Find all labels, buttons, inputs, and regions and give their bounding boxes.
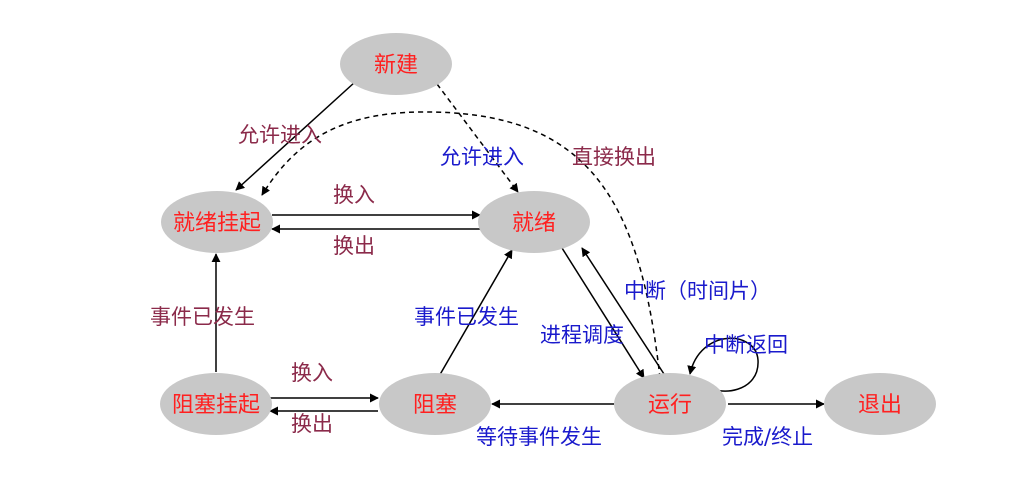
state-blocked-suspended-label: 阻塞挂起 <box>172 393 260 418</box>
state-new: 新建 <box>340 33 452 95</box>
edge-ready-to-running <box>561 247 645 379</box>
state-running-label: 运行 <box>648 393 692 418</box>
label-interrupt-timeslice: 中断（时间片） <box>624 279 771 303</box>
state-running: 运行 <box>614 373 726 435</box>
label-swap-out-top: 换出 <box>333 234 375 258</box>
state-blocked-suspended: 阻塞挂起 <box>160 373 272 435</box>
state-blocked-label: 阻塞 <box>413 393 457 418</box>
edges <box>211 81 825 416</box>
label-swap-out-bottom: 换出 <box>291 412 333 436</box>
label-event-occurred-left: 事件已发生 <box>150 305 255 329</box>
edge-labels: 允许进入 允许进入 直接换出 换入 换出 事件已发生 事件已发生 中断（时间片）… <box>150 123 813 449</box>
edge-new-to-ready-suspended <box>235 81 356 191</box>
edge-new-to-ready-dashed <box>436 83 519 193</box>
edge-running-self-loop <box>687 337 759 392</box>
edge-blocked-to-ready <box>437 249 513 379</box>
label-event-occurred-center: 事件已发生 <box>414 305 519 329</box>
state-ready-suspended: 就绪挂起 <box>161 191 273 253</box>
label-wait-event: 等待事件发生 <box>476 425 602 449</box>
state-ready-suspended-label: 就绪挂起 <box>173 211 261 236</box>
edge-running-to-ready <box>581 247 665 375</box>
label-interrupt-return: 中断返回 <box>704 333 788 357</box>
label-new-to-ready-suspended: 允许进入 <box>238 123 322 147</box>
label-complete: 完成/终止 <box>722 425 813 449</box>
edge-running-to-ready-suspended-dashed <box>261 111 661 379</box>
label-swap-in-bottom: 换入 <box>291 361 333 385</box>
state-blocked: 阻塞 <box>379 373 491 435</box>
label-dispatch: 进程调度 <box>540 323 624 347</box>
label-swap-in-top: 换入 <box>333 183 375 207</box>
label-new-to-ready: 允许进入 <box>440 145 524 169</box>
state-new-label: 新建 <box>374 53 418 78</box>
label-running-to-ready-suspended: 直接换出 <box>572 145 656 169</box>
state-exit-label: 退出 <box>858 393 902 418</box>
state-ready: 就绪 <box>478 191 590 253</box>
state-exit: 退出 <box>824 373 936 435</box>
state-ready-label: 就绪 <box>512 211 556 236</box>
